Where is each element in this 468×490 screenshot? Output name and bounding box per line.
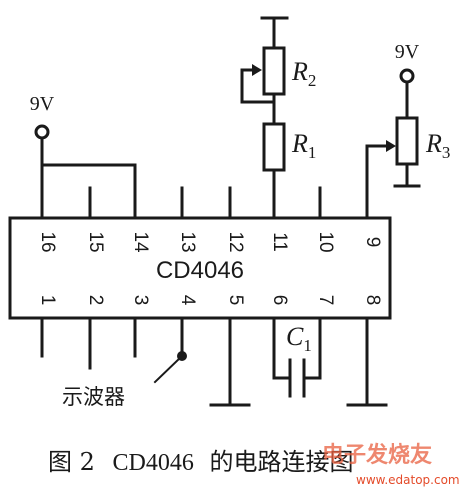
left-voltage-label: 9V: [30, 93, 55, 115]
bottom-pin-stubs: [40, 316, 388, 407]
r3-label: R3: [425, 129, 450, 162]
pin-13-label: 13: [177, 231, 198, 252]
pin-11-label: 11: [269, 232, 290, 252]
pin-1-label: 1: [37, 295, 58, 306]
chip-label: CD4046: [156, 257, 244, 284]
c1-label: C1: [286, 322, 312, 355]
pin-10-label: 10: [315, 231, 336, 252]
watermark-logo: 电子发烧友: [322, 442, 432, 468]
watermark-url: www.edatop.com: [356, 473, 460, 487]
top-pin-stubs: [40, 144, 369, 220]
oscilloscope-label: 示波器: [62, 385, 125, 409]
pin-9-label: 9: [362, 237, 383, 248]
r2-resistor: [262, 46, 286, 96]
pin-4-label: 4: [177, 295, 198, 306]
r3-circuit: 9V R3: [365, 41, 450, 188]
pin-8-label: 8: [362, 295, 383, 306]
c1-circuit: C1: [272, 316, 322, 398]
pin-7-label: 7: [315, 295, 336, 306]
r1-r2-chain: R2 R1: [240, 16, 316, 190]
chip-body: [8, 216, 392, 320]
r3-resistor: [395, 116, 419, 166]
r2-wiper-arrow: [252, 64, 262, 76]
right-supply-terminal: [399, 68, 415, 84]
pin-3-label: 3: [130, 295, 151, 306]
pin-12-label: 12: [225, 231, 246, 252]
left-supply: 9V: [30, 93, 137, 190]
r1-label: R1: [291, 129, 316, 162]
r2-label: R2: [291, 57, 316, 90]
pin-2-label: 2: [85, 295, 106, 306]
oscilloscope-probe: 示波器: [62, 351, 187, 409]
pin-6-label: 6: [269, 295, 290, 306]
right-voltage-label: 9V: [395, 41, 420, 63]
top-pin-numbers: 16 15 14 13 12 11 10 9: [37, 231, 383, 253]
pin-14-label: 14: [130, 231, 151, 253]
pin-15-label: 15: [85, 231, 106, 252]
pin-5-label: 5: [225, 295, 246, 306]
bottom-pin-numbers: 1 2 3 4 5 6 7 8: [37, 295, 383, 306]
pin-16-label: 16: [37, 231, 58, 252]
r1-resistor: [262, 122, 286, 172]
r3-wiper-arrow: [386, 140, 396, 152]
figure-caption: 图 2 CD4046 的电路连接图: [48, 448, 354, 476]
left-supply-terminal: [34, 124, 50, 140]
